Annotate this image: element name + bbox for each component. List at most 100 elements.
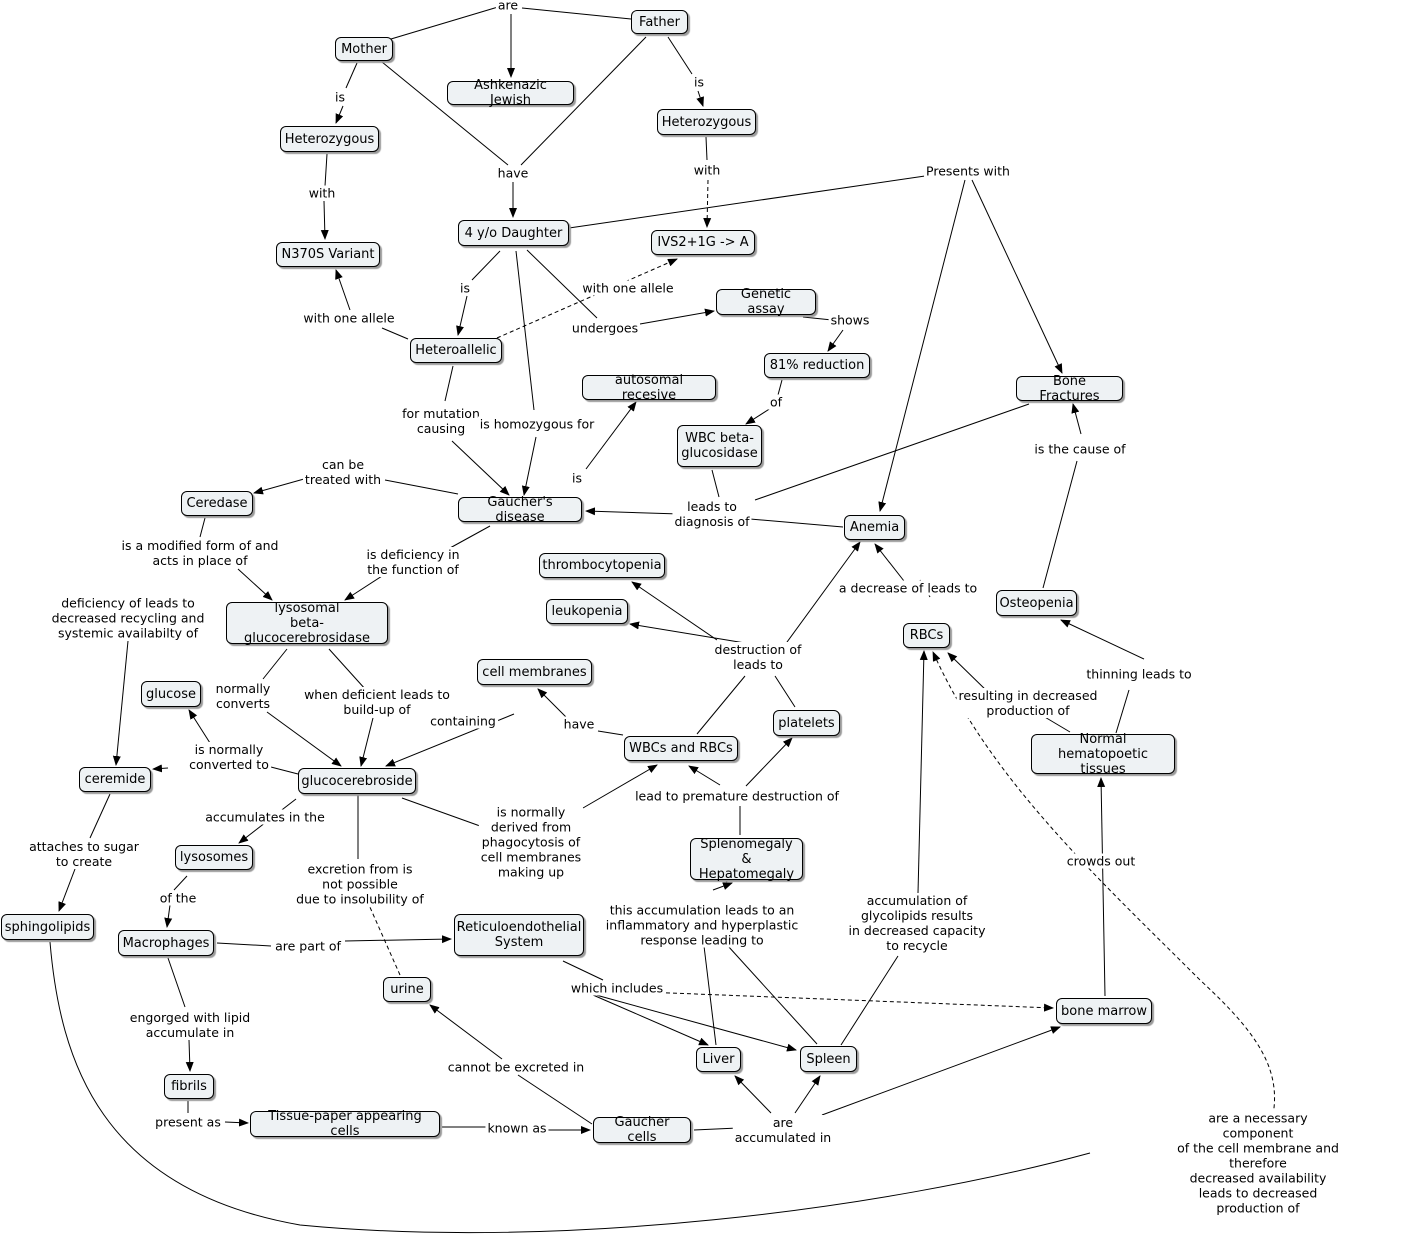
node-glucose[interactable]: glucose (141, 681, 201, 707)
node-ceredase[interactable]: Ceredase (181, 491, 253, 516)
link-line (568, 175, 926, 229)
link-line (521, 436, 537, 496)
node-wbc-beta-glucosidase[interactable]: WBC beta- glucosidase (677, 425, 762, 467)
link-line (703, 179, 712, 228)
node-liver[interactable]: Liver (696, 1047, 741, 1072)
node-osteopenia[interactable]: Osteopenia (996, 590, 1077, 616)
node-heterozygous-mother[interactable]: Heterozygous (280, 126, 379, 152)
node-ceremide[interactable]: ceremide (79, 767, 151, 792)
link-line (1042, 460, 1078, 589)
node-genetic-assay[interactable]: Genetic assay (716, 287, 816, 317)
link-line (344, 935, 452, 944)
link-label-with-one-allele-right: with one allele (580, 280, 676, 296)
node-daughter[interactable]: 4 y/o Daughter (458, 220, 569, 246)
node-mother[interactable]: Mother (335, 37, 393, 61)
link-label-present-as: present as (153, 1114, 223, 1130)
link-label-engorged: engorged with lipid accumulate in (127, 1010, 253, 1040)
node-gauchers-disease[interactable]: Gaucher's disease (458, 495, 582, 525)
link-line (827, 329, 844, 352)
link-label-normally-derived: is normally derived from phagocytosis of… (478, 804, 584, 880)
link-label-is-daughter: is (458, 280, 472, 296)
link-line (667, 36, 693, 75)
link-line (390, 6, 499, 40)
link-line (631, 581, 718, 641)
node-rbcs[interactable]: RBCs (903, 623, 950, 648)
link-line (262, 648, 288, 680)
link-line (582, 764, 658, 809)
link-line (693, 1127, 739, 1131)
link-label-necessary-component: are a necessary component of the cell me… (1173, 1110, 1343, 1216)
link-label-of-reduction: of (767, 394, 785, 410)
node-heterozygous-father[interactable]: Heterozygous (657, 109, 756, 135)
link-line (335, 269, 351, 311)
node-splenomegaly-hepatomegaly[interactable]: Splenomegaly & Hepatomegaly (690, 837, 803, 882)
link-line (703, 945, 717, 1046)
link-line (520, 36, 647, 166)
link-line (164, 904, 173, 928)
node-lysosomal-beta-glucocerebrosidase[interactable]: lysosomal beta-glucocerebrosidase (226, 601, 388, 646)
link-label-are: are (495, 0, 521, 13)
link-line (774, 675, 796, 708)
node-urine[interactable]: urine (383, 977, 431, 1002)
node-heteroallelic[interactable]: Heteroallelic (410, 338, 502, 363)
node-n370s-variant[interactable]: N370S Variant (276, 242, 380, 267)
link-line (947, 652, 991, 695)
node-autosomal-recessive[interactable]: autosomal recesive (582, 373, 716, 403)
link-curve (932, 651, 1276, 1143)
node-reticuloendothelial-system[interactable]: Reticuloendothelial System (454, 914, 584, 956)
node-fibrils[interactable]: fibrils (164, 1074, 214, 1099)
link-label-is-the-cause: is the cause of (1032, 441, 1128, 457)
node-ivs2-mutation[interactable]: IVS2+1G -> A (651, 230, 755, 255)
link-line (821, 1026, 1061, 1116)
link-label-presents-with: Presents with (924, 163, 1012, 179)
node-gaucher-cells[interactable]: Gaucher cells (593, 1115, 691, 1145)
link-line (89, 793, 111, 839)
link-line (917, 650, 928, 894)
link-line (794, 1075, 821, 1114)
link-line (1060, 619, 1145, 660)
link-line (112, 640, 129, 766)
node-cell-membranes[interactable]: cell membranes (477, 659, 592, 685)
link-label-can-be-treated: can be treated with (302, 457, 384, 487)
link-label-destruction: destruction of leads to (712, 642, 804, 672)
link-line (266, 765, 299, 775)
link-line (384, 479, 459, 495)
node-ashkenazic-jewish[interactable]: Ashkenazic Jewish (447, 78, 574, 108)
link-label-known-as: known as (485, 1120, 549, 1136)
node-normal-hematopoetic-tissues[interactable]: Normal hematopoetic tissues (1031, 732, 1175, 777)
link-label-inflammatory: this accumulation leads to an inflammato… (603, 902, 801, 948)
link-label-of-the: of the (157, 890, 199, 906)
link-line (1115, 689, 1130, 734)
link-label-with-one-allele-left: with one allele (301, 310, 397, 326)
node-anemia[interactable]: Anemia (844, 515, 905, 540)
node-wbcs-and-rbcs[interactable]: WBCs and RBCs (624, 736, 738, 761)
node-lysosomes[interactable]: lysosomes (175, 845, 253, 870)
node-leukopenia[interactable]: leukopenia (546, 599, 628, 624)
link-label-thinning: thinning leads to (1084, 666, 1194, 682)
link-line (585, 507, 681, 516)
node-sphingolipids[interactable]: sphingolipids (1, 914, 94, 940)
link-label-is-deficiency: is deficiency in the function of (364, 547, 462, 577)
node-glucocerebroside[interactable]: glucocerebroside (298, 768, 416, 794)
link-line (456, 295, 468, 336)
node-bone-marrow[interactable]: bone marrow (1056, 998, 1152, 1024)
node-spleen[interactable]: Spleen (800, 1046, 857, 1072)
link-line (517, 1074, 593, 1125)
link-label-are-part-of: are part of (273, 938, 343, 954)
node-bone-fractures[interactable]: Bone Fractures (1016, 374, 1123, 404)
node-platelets[interactable]: platelets (773, 710, 840, 736)
node-macrophages[interactable]: Macrophages (118, 930, 214, 956)
node-father[interactable]: Father (631, 10, 688, 34)
link-curve (49, 941, 1091, 1234)
link-label-cannot-excreted: cannot be excreted in (445, 1059, 587, 1075)
node-tissue-paper-cells[interactable]: Tissue-paper appearing cells (250, 1109, 440, 1139)
link-label-shows: shows (828, 312, 872, 328)
link-label-for-mutation: for mutation causing (400, 406, 482, 436)
node-81-reduction[interactable]: 81% reduction (764, 353, 870, 378)
link-line (727, 945, 818, 1045)
link-line (696, 675, 746, 735)
node-thrombocytopenia[interactable]: thrombocytopenia (539, 553, 665, 578)
link-line (754, 403, 1030, 501)
